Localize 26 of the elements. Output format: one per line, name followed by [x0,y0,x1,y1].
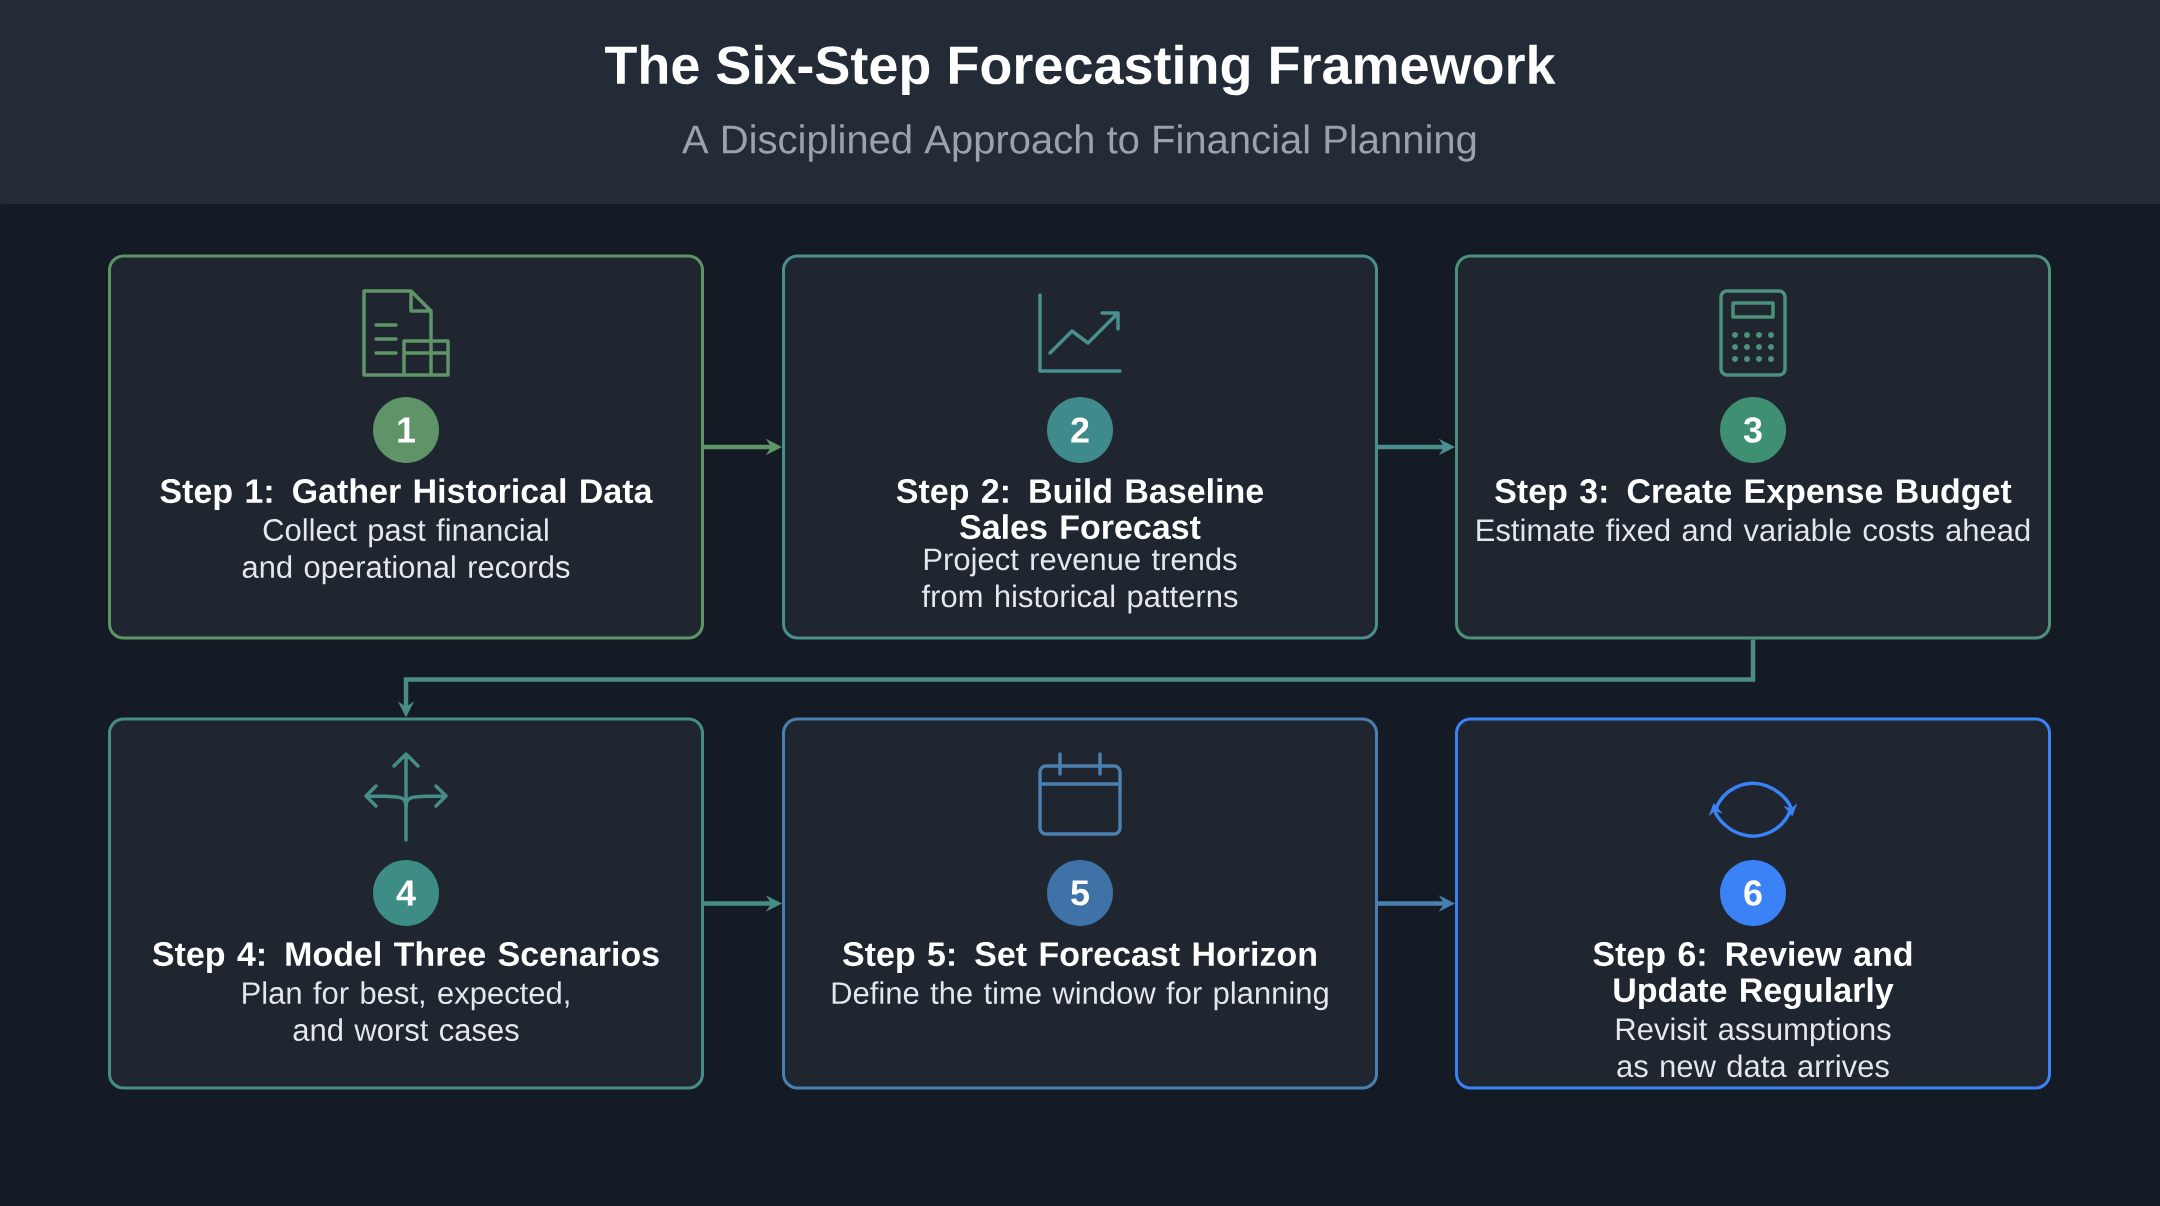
step-card [108,717,704,1090]
step-heading: Step 6: Review and Update Regularly [1593,941,1912,1010]
step-card [782,254,1378,640]
number-badge: 3 [1720,397,1786,463]
number-badge: 2 [1047,397,1113,463]
step-card [1455,254,2051,640]
number-badge: 5 [1047,860,1113,926]
step-description: Collect past financial and operational records [242,518,570,585]
step-card [1455,717,2051,1090]
step-description: Estimate fixed and variable costs ahead [1477,518,2030,542]
step-description: Project revenue trends from historical patterns [921,547,1238,614]
step-heading: Step 4: Model Three Scenarios [152,941,659,973]
step-description: Define the time window for planning [832,981,1328,1011]
step-description: Revisit assumptions as new data arrives [1616,1017,1891,1078]
number-badge: 4 [373,860,439,926]
number-badge: 6 [1720,860,1786,926]
step-description: Plan for best, expected, and worst cases [243,981,569,1042]
step-card [108,254,704,640]
step-heading: Step 3: Create Expense Budget [1495,478,2012,511]
number-badge: 1 [373,397,439,463]
step-heading: Step 2: Build Baseline Sales Forecast [896,478,1264,540]
title: The Six-Step Forecasting Framework [605,44,1556,96]
step-heading: Step 5: Set Forecast Horizon [842,941,1316,973]
subtitle: A Disciplined Approach to Financial Planning [682,124,1476,162]
step-heading: Step 1: Gather Historical Data [160,478,653,510]
step-card [782,717,1378,1090]
